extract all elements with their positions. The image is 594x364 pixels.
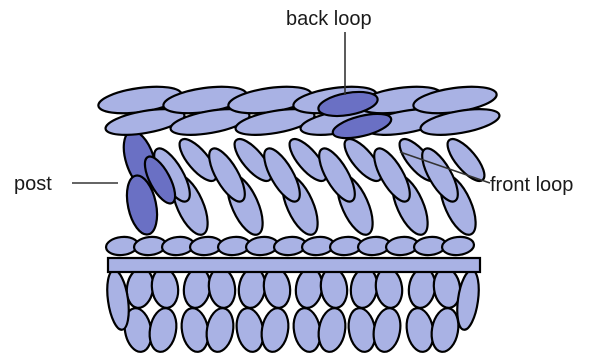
middle-band: [105, 235, 480, 272]
back-loop-label: back loop: [286, 8, 372, 30]
stitch: [146, 306, 179, 354]
front-loop-label: front loop: [490, 174, 573, 196]
stitch: [203, 306, 236, 354]
stitch: [441, 235, 475, 256]
post-label: post: [14, 173, 52, 195]
base-rows: [104, 266, 482, 354]
stitch: [104, 269, 132, 331]
stitch: [315, 306, 348, 354]
top-loops-row: [97, 82, 502, 140]
stitch: [370, 306, 403, 354]
stitch-swatch: [97, 82, 502, 354]
stitch: [108, 258, 480, 272]
stitch: [258, 306, 291, 354]
post-row: [117, 127, 490, 239]
